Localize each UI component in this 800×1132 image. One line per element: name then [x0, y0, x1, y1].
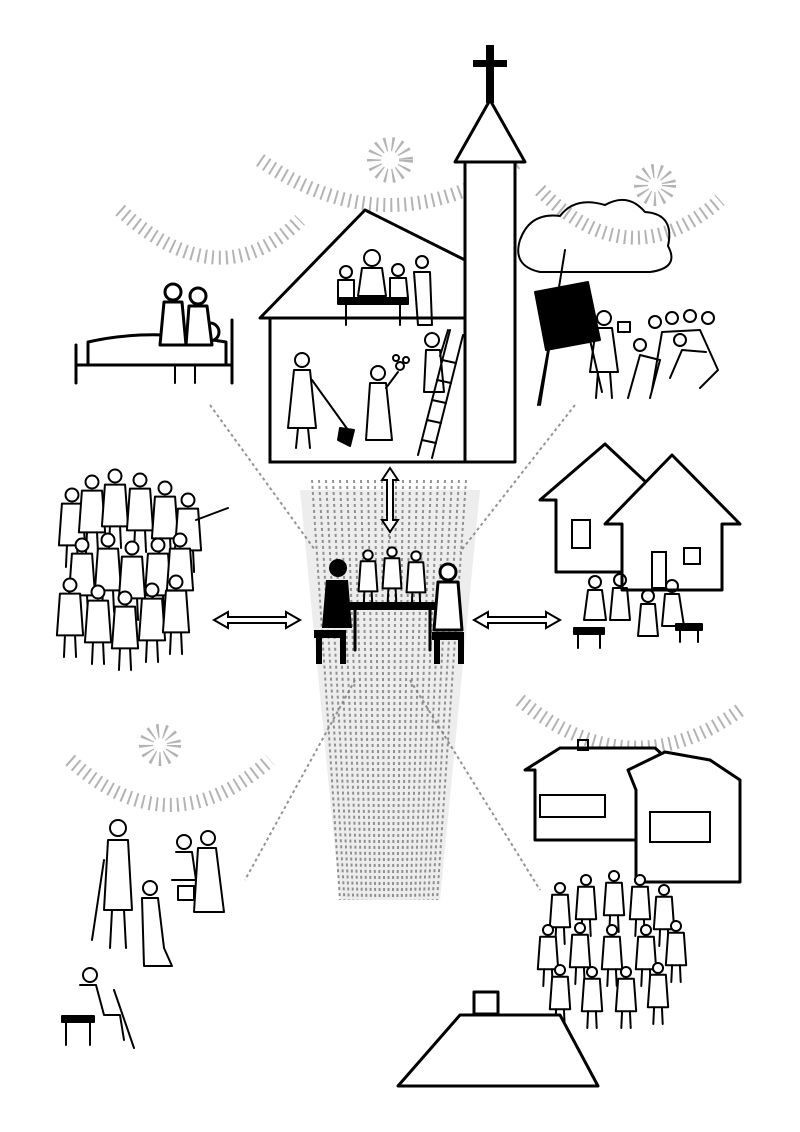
shading-stroke [339, 479, 359, 901]
village-houses-meeting [538, 442, 742, 649]
person-with-flowers [365, 354, 410, 441]
shading-stroke [431, 479, 460, 901]
church-tower [463, 158, 517, 464]
shading-stroke [396, 479, 404, 901]
helping-people-with-disabilities [61, 819, 225, 1049]
shading-stroke [374, 479, 381, 901]
double-arrow-icon [211, 466, 563, 630]
interior-table-scene [337, 249, 433, 326]
shading-stroke [422, 479, 446, 901]
shading-stroke [391, 479, 397, 901]
visiting-the-sick [74, 282, 234, 385]
circle-meeting-person [614, 965, 638, 1029]
circle-meeting-person [664, 919, 688, 983]
shading-stroke [346, 479, 364, 901]
shading-stroke [405, 479, 418, 901]
shading-stroke [381, 479, 386, 901]
shading-stroke [367, 479, 377, 901]
shading-stroke [427, 479, 453, 901]
circle-meeting-person [652, 883, 676, 947]
teacher [589, 310, 631, 399]
circle-meeting-person [602, 869, 626, 933]
person-digging [287, 352, 355, 449]
shading-stroke [318, 479, 346, 901]
circle-meeting-person [536, 923, 560, 987]
pointing-arm [195, 507, 229, 521]
church-nave [258, 208, 467, 464]
circle-meeting-person [568, 921, 592, 985]
shading-stroke [332, 479, 355, 901]
crowd-person [77, 474, 107, 555]
shading-stroke [418, 479, 439, 901]
shading-stroke [353, 479, 368, 901]
cross-icon [473, 45, 507, 103]
house-meeting-people [573, 573, 703, 649]
seated-students [627, 309, 719, 399]
central-shaded-column [300, 479, 480, 901]
crowd-person [83, 584, 113, 665]
shading-stroke [400, 479, 411, 901]
crowd-person [117, 540, 147, 621]
shading-stroke [325, 479, 350, 901]
shading-stroke [360, 479, 372, 901]
church-with-community-work [258, 45, 527, 464]
church-spire [453, 98, 527, 164]
connector-lines [209, 404, 576, 891]
circle-meeting-person [600, 923, 624, 987]
crowd-person [100, 468, 130, 549]
blackboard [534, 281, 603, 406]
crowd-gathering [55, 468, 229, 671]
central-table-meeting [314, 546, 464, 664]
crowd-person [110, 590, 140, 671]
meeting-person [357, 549, 379, 608]
meeting-person [405, 550, 427, 609]
circle-meeting-person [628, 873, 652, 937]
crowd-person [55, 577, 85, 658]
shading-stroke [311, 479, 341, 901]
crowd-person [125, 472, 155, 553]
circle-meeting-person [548, 881, 572, 945]
crowd-person [137, 582, 167, 663]
shading-stroke [413, 479, 432, 901]
background-halos [65, 137, 745, 812]
person-on-ladder [417, 329, 464, 459]
circle-meeting-person [574, 873, 598, 937]
circle-meeting-person [646, 961, 670, 1025]
crowd-person [161, 574, 191, 655]
meeting-person [381, 546, 403, 605]
town-buildings-group-meeting [396, 739, 742, 1088]
teaching-outdoors [517, 198, 719, 406]
shading-stroke [436, 479, 467, 901]
circle-meeting-person [580, 965, 604, 1029]
